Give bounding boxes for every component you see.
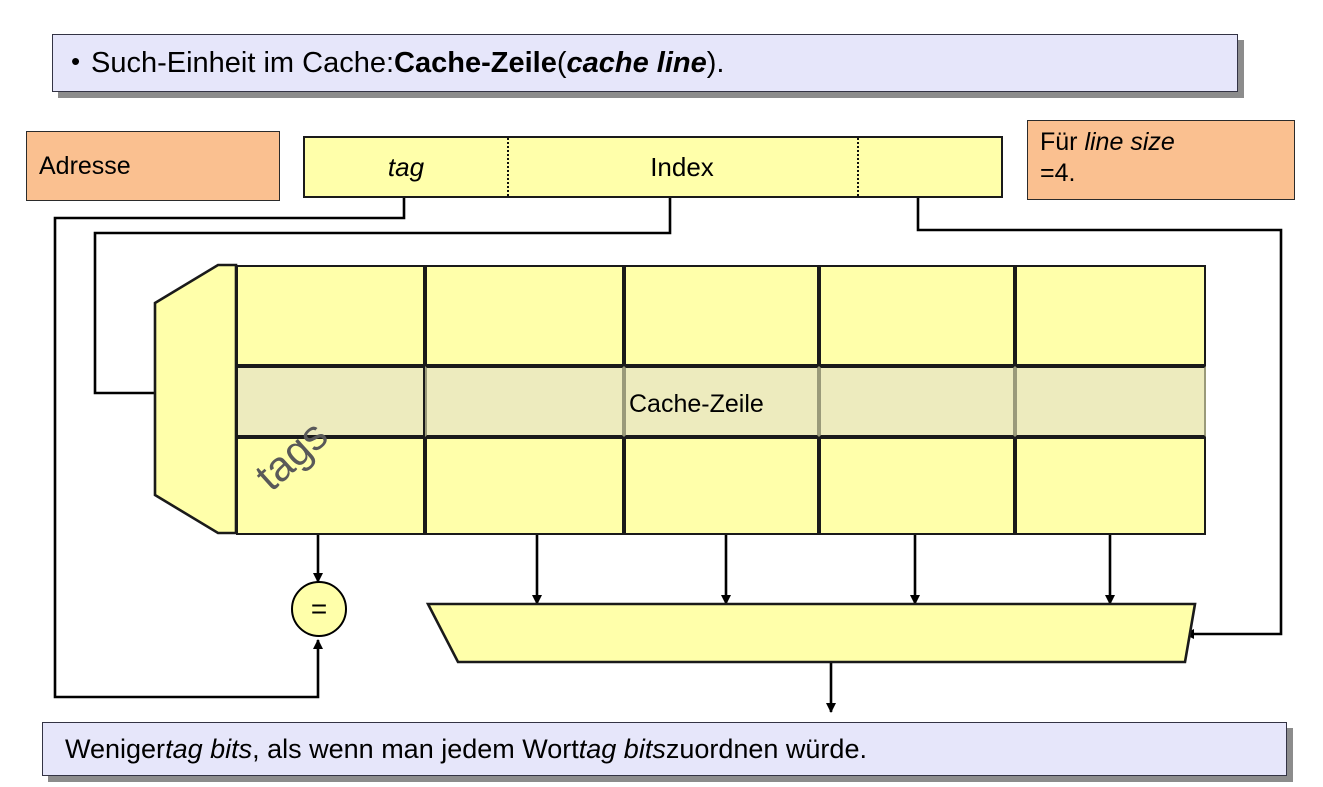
cache-cell-r1-c0	[236, 366, 425, 437]
header-text-part3: ).	[706, 46, 725, 79]
header-text-bold: Cache-Zeile	[394, 46, 557, 79]
note-line-2: =4.	[1040, 158, 1076, 187]
address-label-box: Adresse	[26, 131, 280, 201]
cache-cell-r2-c2	[624, 437, 819, 535]
address-field-bar: tag Index	[303, 136, 1003, 198]
footer-text-part1: Weniger	[65, 733, 166, 764]
cache-cell-r2-c3	[819, 437, 1015, 535]
footer-text-part3: zuordnen würde.	[665, 733, 867, 764]
footer-text-italic1: tag bits	[165, 733, 253, 764]
header-text-part1: Such-Einheit im Cache:	[91, 46, 395, 79]
address-field-tag-label: tag	[387, 151, 425, 182]
address-field-index: Index	[507, 138, 857, 196]
comparator-equals: =	[291, 581, 347, 637]
cache-line-label: Cache-Zeile	[629, 390, 764, 418]
address-label-text: Adresse	[39, 151, 131, 180]
cache-cell-r1-c3	[819, 366, 1015, 437]
cache-cell-r1-c1	[425, 366, 624, 437]
header-text-part2: (	[556, 46, 567, 79]
footer-callout-inner: Weniger tag bits , als wenn man jedem Wo…	[43, 734, 881, 765]
decoder-shape	[153, 263, 238, 535]
wire-index-to-decoder	[93, 197, 672, 398]
address-field-index-label: Index	[650, 151, 714, 182]
address-divider-2	[857, 138, 859, 196]
cache-cell-r2-c1	[425, 437, 624, 535]
footer-text-part2: , als wenn man jedem Wort	[252, 733, 579, 764]
cache-cell-r0-c4	[1015, 265, 1206, 366]
header-callout-inner: • Such-Einheit im Cache: Cache-Zeile ( c…	[53, 47, 738, 80]
cache-cell-r0-c0	[236, 265, 425, 366]
address-field-tag: tag	[305, 138, 507, 196]
multiplexer-shape	[425, 602, 1197, 664]
address-field-offset	[857, 138, 1005, 196]
cache-cell-r1-c2	[624, 366, 819, 437]
note-line-1: Für line size	[1040, 127, 1294, 158]
cache-cell-r2-c4	[1015, 437, 1206, 535]
cache-cell-r1-c4	[1015, 366, 1206, 437]
header-callout: • Such-Einheit im Cache: Cache-Zeile ( c…	[52, 34, 1238, 92]
note-line1-italic: line size	[1084, 128, 1175, 156]
equals-icon: =	[310, 593, 328, 624]
cache-cell-r0-c3	[819, 265, 1015, 366]
cache-cell-r2-c0	[236, 437, 425, 535]
note-line1-plain: Für	[1040, 128, 1085, 156]
cache-cell-r0-c1	[425, 265, 624, 366]
bullet-icon: •	[71, 45, 81, 76]
line-size-note-box: Für line size =4.	[1027, 120, 1295, 200]
footer-callout: Weniger tag bits , als wenn man jedem Wo…	[42, 722, 1287, 776]
header-text-bold-italic: cache line	[566, 46, 707, 79]
footer-text-italic2: tag bits	[578, 733, 666, 764]
cache-cell-r0-c2	[624, 265, 819, 366]
address-divider-1	[507, 138, 509, 196]
wire-offset-to-mux	[916, 197, 1283, 639]
wire-tag-to-comparator	[53, 197, 406, 699]
